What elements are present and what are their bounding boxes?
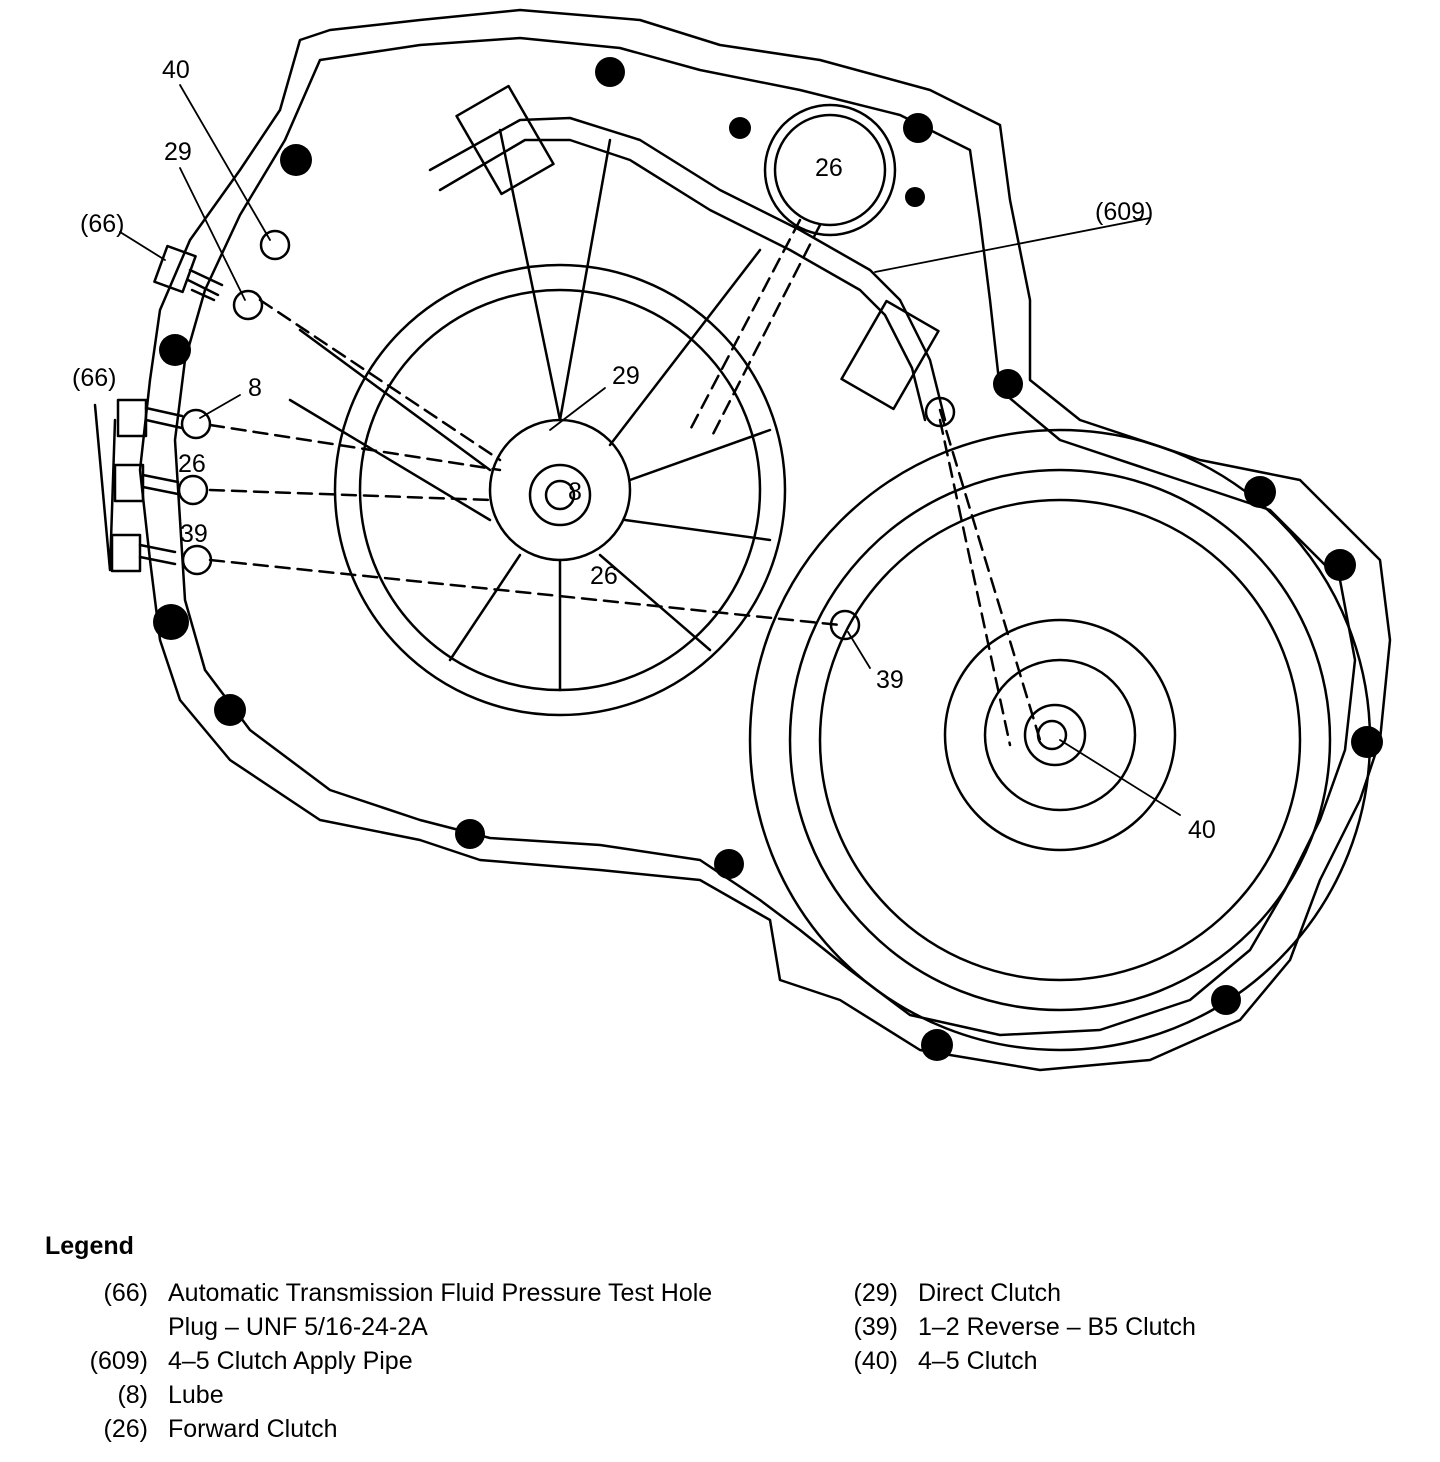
case-outline <box>138 8 1392 1072</box>
test-plug-upper <box>153 244 224 302</box>
right-hub-outer <box>943 618 1177 852</box>
legend-title: Legend <box>45 1232 134 1260</box>
callout-26-left: 26 <box>178 450 206 478</box>
callout-66-mid: (66) <box>72 364 116 392</box>
legend-item: (39) 1–2 Reverse – B5 Clutch <box>820 1310 1380 1344</box>
legend-item: (26) Forward Clutch <box>70 1412 770 1446</box>
accumulator-26-inner <box>773 113 887 227</box>
port-39-right <box>829 609 861 641</box>
fluid-passages <box>208 218 1042 747</box>
transmission-case-diagram: (66) (66) 40 29 8 26 39 29 8 26 26 (609)… <box>72 8 1392 1072</box>
pipe-clamp-right <box>840 299 940 411</box>
pipe-clamp-top <box>455 84 555 196</box>
legend-item: (40) 4–5 Clutch <box>820 1344 1380 1378</box>
left-gear-hub <box>488 418 632 562</box>
right-drum-mid <box>788 468 1332 1012</box>
port-29 <box>232 289 264 321</box>
legend-item-number: (66) <box>103 1279 148 1307</box>
port-8 <box>180 408 212 440</box>
callout-26-accumulator: 26 <box>815 154 843 182</box>
apply-pipe-609-inner <box>438 138 927 422</box>
callout-609: (609) <box>1095 198 1153 226</box>
callout-66-top: (66) <box>80 210 124 238</box>
callout-26-center: 26 <box>590 562 618 590</box>
port-39 <box>181 544 213 576</box>
legend-item-description: Automatic Transmission Fluid Pressure Te… <box>168 1279 713 1341</box>
legend-left-column: (66) Automatic Transmission Fluid Pressu… <box>70 1276 770 1446</box>
port-40-right <box>924 396 956 428</box>
legend-item-number: (609) <box>89 1347 148 1375</box>
bolt-holes <box>153 57 1383 1061</box>
accumulator-26 <box>763 103 897 237</box>
legend-item: (8) Lube <box>70 1378 770 1412</box>
callout-labels: (66) (66) 40 29 8 26 39 29 8 26 26 (609)… <box>72 56 1216 844</box>
legend-item-description: Lube <box>168 1381 224 1409</box>
callout-40-right: 40 <box>1188 816 1216 844</box>
legend-item-number: (29) <box>853 1279 898 1307</box>
legend-item-number: (39) <box>853 1313 898 1341</box>
legend-item: (29) Direct Clutch <box>820 1276 1380 1310</box>
right-hub-inner <box>1023 703 1087 767</box>
callout-29-center: 29 <box>612 362 640 390</box>
callout-29-top: 29 <box>164 138 192 166</box>
case-flange <box>173 36 1357 1037</box>
leader-lines <box>119 84 1181 816</box>
callout-39-left: 39 <box>180 520 208 548</box>
legend-item-number: (8) <box>117 1381 148 1409</box>
left-gear-hub-inner <box>528 463 592 527</box>
right-drum-inner <box>818 498 1302 982</box>
callout-8-left: 8 <box>248 374 262 402</box>
callout-8-center: 8 <box>568 478 582 506</box>
legend-item-description: Direct Clutch <box>918 1279 1062 1307</box>
legend-item-description: 4–5 Clutch <box>918 1347 1038 1375</box>
right-hub-core <box>1036 719 1068 751</box>
left-gear-spokes <box>288 128 772 692</box>
legend-item-description: Forward Clutch <box>168 1415 338 1443</box>
legend-item-number: (26) <box>103 1415 148 1443</box>
apply-pipe-609 <box>428 116 947 422</box>
legend-item-number: (40) <box>853 1347 898 1375</box>
test-plug-lower <box>93 398 184 573</box>
legend-item: (609) 4–5 Clutch Apply Pipe <box>70 1344 770 1378</box>
right-hub-mid <box>983 658 1137 812</box>
legend-item-description: 1–2 Reverse – B5 Clutch <box>918 1313 1196 1341</box>
legend-item-description: 4–5 Clutch Apply Pipe <box>168 1347 413 1375</box>
left-gear-outer <box>333 263 787 717</box>
callout-40-top: 40 <box>162 56 190 84</box>
left-gear-hub-core <box>544 479 576 511</box>
port-40 <box>259 229 291 261</box>
callout-39-right: 39 <box>876 666 904 694</box>
port-26 <box>177 474 209 506</box>
legend-right-column: (29) Direct Clutch (39) 1–2 Reverse – B5… <box>820 1276 1380 1378</box>
legend-item: (66) Automatic Transmission Fluid Pressu… <box>70 1276 770 1344</box>
